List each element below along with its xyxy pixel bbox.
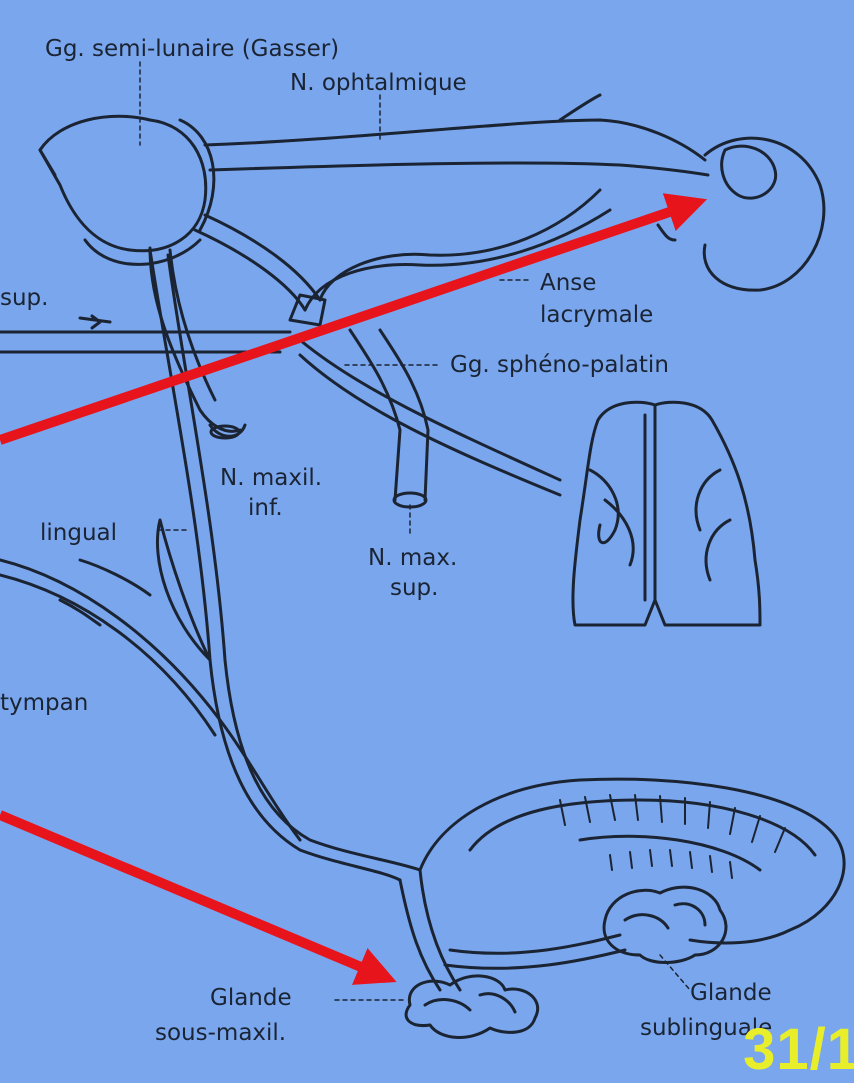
label-anse-1: Anse <box>540 270 596 296</box>
label-ganglion-gasser: Gg. semi-lunaire (Gasser) <box>45 36 339 62</box>
label-sup-fragment: sup. <box>0 285 48 311</box>
label-glande-sous-2: sous-maxil. <box>155 1020 286 1046</box>
spheno-palatine-ganglion <box>290 295 325 325</box>
nasal-septum-shape <box>573 402 760 625</box>
label-max-sup-1: N. max. <box>368 545 457 571</box>
gasser-ganglion-shape <box>40 116 206 251</box>
label-maxil-inf-1: N. maxil. <box>220 465 322 491</box>
label-glande-sous-1: Glande <box>210 985 292 1011</box>
label-ophtalmique: N. ophtalmique <box>290 70 467 96</box>
label-lingual: lingual <box>40 520 117 546</box>
red-arrow-icon <box>0 815 380 975</box>
page-number: 31/1 <box>743 1016 854 1083</box>
label-glande-sub-1: Glande <box>690 980 772 1006</box>
label-anse-2: lacrymale <box>540 302 653 328</box>
ophthalmic-nerve <box>205 120 705 160</box>
label-gg-spheno: Gg. sphéno-palatin <box>450 352 669 378</box>
label-max-sup-2: sup. <box>390 575 438 601</box>
label-tympan: tympan <box>0 690 88 716</box>
submaxillary-gland-shape <box>406 976 538 1038</box>
label-maxil-inf-2: inf. <box>248 495 283 521</box>
